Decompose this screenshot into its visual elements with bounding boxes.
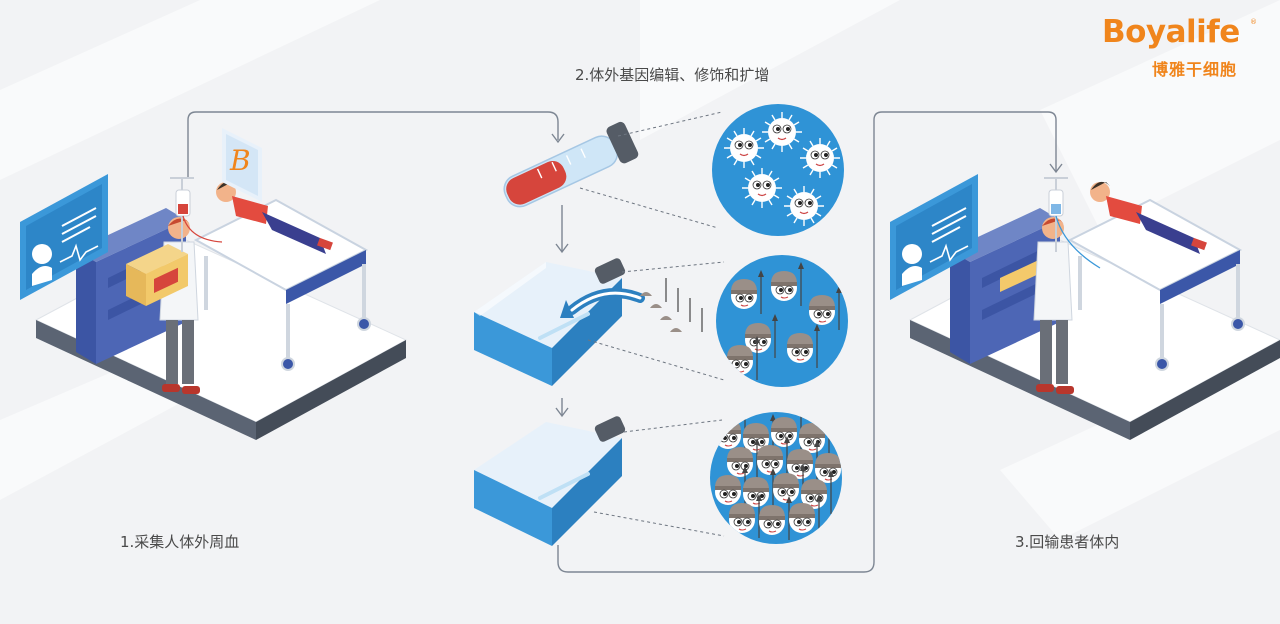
cell-magnifier-icon <box>716 255 848 387</box>
arrow-down-icon <box>551 133 1063 418</box>
iv-bag-icon <box>1048 189 1101 269</box>
brand-registered-mark: ® <box>1250 18 1257 26</box>
brand-badge <box>222 128 262 202</box>
culture-flask-icon <box>474 258 645 386</box>
culture-flask-icon <box>474 416 626 546</box>
step-3-label: 3.回输患者体内 <box>1015 533 1120 551</box>
cell-magnifier-icon <box>710 412 842 544</box>
cell-magnifier-icon <box>712 104 844 236</box>
background-stripes <box>0 0 1280 540</box>
iv-bag-icon <box>175 189 223 243</box>
brand-logo-subtitle: 博雅干细胞 <box>1152 60 1238 79</box>
brand-badge-letter: B <box>230 144 251 177</box>
step-2-label: 2.体外基因编辑、修饰和扩增 <box>575 66 770 84</box>
magnifier-leaders <box>579 111 725 537</box>
flow-connectors <box>187 111 1057 573</box>
step-1-label: 1.采集人体外周血 <box>120 533 240 551</box>
test-tube-icon <box>503 121 639 208</box>
gene-editing-vectors <box>640 278 703 332</box>
brand-logo-wordmark: Boyalife <box>1102 14 1240 50</box>
